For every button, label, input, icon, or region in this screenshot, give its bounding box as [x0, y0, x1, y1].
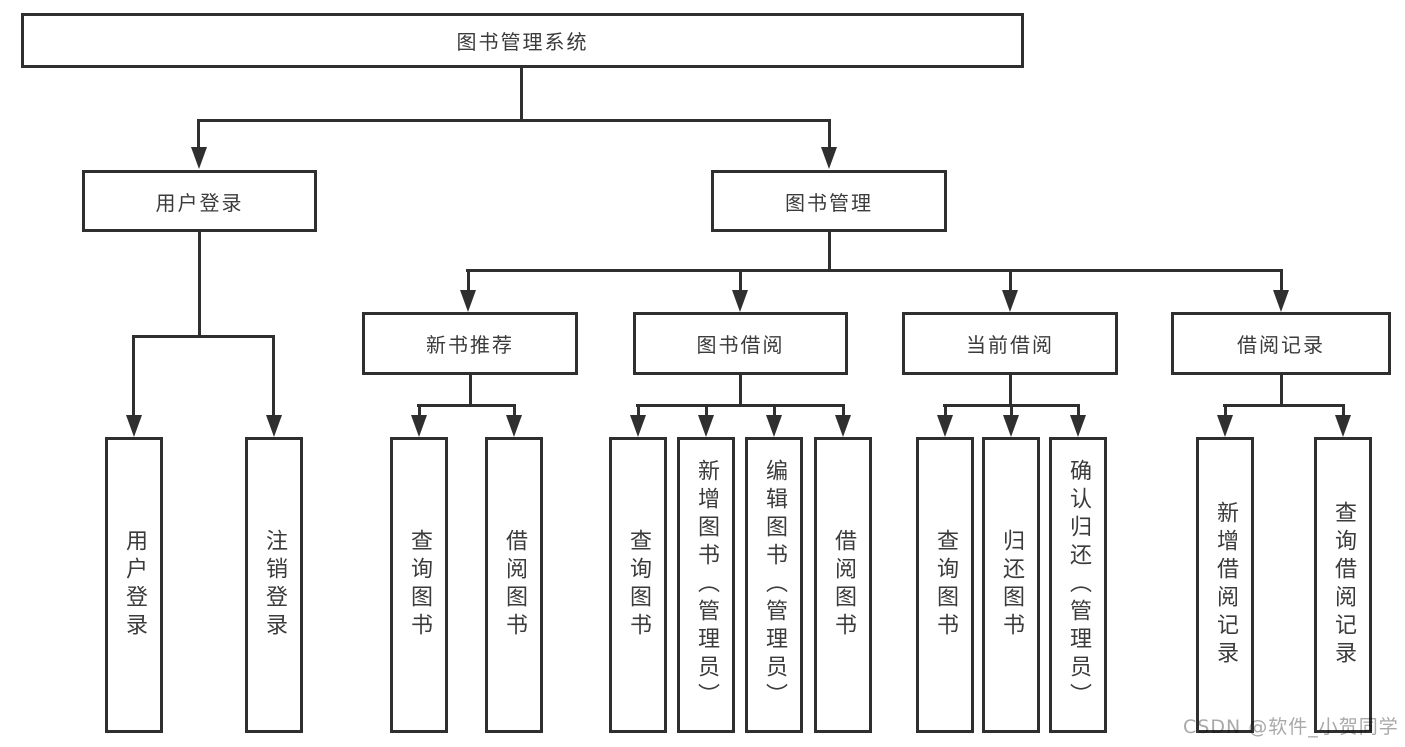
arrowhead-bb-add	[698, 415, 714, 437]
connector-drop-new-book	[467, 269, 470, 291]
leaf-cb-return-books-label: 归还图书	[999, 529, 1024, 641]
node-borrow-records-label: 借阅记录	[1237, 333, 1325, 357]
leaf-user-login-label: 用户登录	[122, 529, 147, 641]
arrowhead-cb-return	[1003, 415, 1019, 437]
leaf-nb-query-books: 查询图书	[390, 437, 448, 733]
connector-drop-cb-return	[1010, 404, 1013, 417]
leaf-bb-add-books-admin-label: 新增图书（管理员）	[694, 459, 719, 711]
node-user-login-label: 用户登录	[155, 190, 244, 215]
connector-drop-nb-borrow	[513, 404, 516, 417]
arrowhead-bb-borrow	[835, 415, 851, 437]
connector-drop-current-borrow	[1009, 269, 1012, 291]
leaf-br-add-record-label: 新增借阅记录	[1213, 501, 1238, 669]
connector-drop-cb-confirm	[1077, 404, 1080, 417]
arrowhead-leaf-user-login	[126, 415, 142, 437]
leaf-cb-confirm-return-admin: 确认归还（管理员）	[1049, 437, 1107, 733]
connector-drop-user-login	[197, 119, 200, 149]
arrowhead-cb-query	[937, 415, 953, 437]
arrowhead-bb-query	[630, 415, 646, 437]
arrowhead-bb-edit	[766, 415, 782, 437]
node-book-borrow-label: 图书借阅	[696, 333, 785, 357]
arrowhead-book-management	[821, 147, 837, 169]
connector-new-book-stem	[469, 375, 472, 406]
connector-drop-book-management	[828, 119, 831, 149]
connector-drop-cb-query	[944, 404, 947, 417]
connector-level2-rail	[197, 119, 831, 122]
connector-drop-br-query	[1342, 404, 1345, 417]
connector-borrow-records-rail	[1223, 404, 1345, 407]
leaf-nb-borrow-books: 借阅图书	[485, 437, 543, 733]
arrowhead-new-book	[460, 290, 476, 312]
connector-level3-rail	[466, 269, 1282, 272]
leaf-nb-query-books-label: 查询图书	[407, 529, 432, 641]
arrowhead-br-add	[1217, 415, 1233, 437]
leaf-bb-edit-books-admin-label: 编辑图书（管理员）	[762, 459, 787, 711]
arrowhead-borrow-records	[1273, 290, 1289, 312]
leaf-bb-borrow-books: 借阅图书	[814, 437, 872, 733]
connector-root-stem	[520, 68, 523, 119]
connector-drop-bb-add	[705, 404, 708, 417]
leaf-nb-borrow-books-label: 借阅图书	[502, 529, 527, 641]
connector-drop-nb-query	[418, 404, 421, 417]
leaf-bb-query-books: 查询图书	[609, 437, 667, 733]
arrowhead-nb-borrow	[506, 415, 522, 437]
connector-book-borrow-stem	[739, 375, 742, 406]
leaf-user-login: 用户登录	[105, 437, 163, 733]
leaf-br-add-record: 新增借阅记录	[1196, 437, 1254, 733]
connector-drop-book-borrow	[739, 269, 742, 291]
connector-drop-bb-query	[637, 404, 640, 417]
leaf-cb-return-books: 归还图书	[982, 437, 1040, 733]
connector-book-management-stem	[828, 232, 831, 272]
node-borrow-records: 借阅记录	[1171, 312, 1391, 375]
arrowhead-current-borrow	[1002, 290, 1018, 312]
node-book-borrow: 图书借阅	[633, 312, 848, 375]
arrowhead-leaf-logout	[266, 415, 282, 437]
connector-new-book-rail	[417, 404, 515, 407]
node-book-management-label: 图书管理	[785, 190, 873, 215]
connector-current-borrow-stem	[1009, 375, 1012, 406]
leaf-logout-login-label: 注销登录	[262, 529, 287, 641]
connector-user-login-rail	[132, 335, 275, 338]
watermark: CSDN @软件_小贺同学	[1183, 716, 1399, 738]
node-user-login: 用户登录	[82, 170, 317, 232]
leaf-br-query-record-label: 查询借阅记录	[1331, 501, 1356, 669]
arrowhead-user-login	[191, 147, 207, 169]
connector-drop-bb-edit	[773, 404, 776, 417]
leaf-cb-confirm-return-admin-label: 确认归还（管理员）	[1066, 459, 1091, 711]
connector-borrow-records-stem	[1280, 375, 1283, 406]
leaf-cb-query-books-label: 查询图书	[933, 529, 958, 641]
leaf-bb-borrow-books-label: 借阅图书	[831, 529, 856, 641]
connector-drop-br-add	[1224, 404, 1227, 417]
leaf-bb-edit-books-admin: 编辑图书（管理员）	[745, 437, 803, 733]
node-new-book-recommend: 新书推荐	[362, 312, 578, 375]
leaf-cb-query-books: 查询图书	[916, 437, 974, 733]
connector-drop-leaf-user-login	[132, 335, 135, 417]
connector-book-borrow-rail	[636, 404, 844, 407]
leaf-logout-login: 注销登录	[245, 437, 303, 733]
arrowhead-br-query	[1335, 415, 1351, 437]
connector-drop-borrow-records	[1280, 269, 1283, 291]
connector-drop-leaf-logout	[272, 335, 275, 417]
node-current-borrow-label: 当前借阅	[966, 333, 1054, 357]
arrowhead-book-borrow	[732, 290, 748, 312]
node-root-label: 图书管理系统	[456, 30, 589, 54]
arrowhead-nb-query	[411, 415, 427, 437]
leaf-br-query-record: 查询借阅记录	[1314, 437, 1372, 733]
connector-drop-bb-borrow	[842, 404, 845, 417]
node-current-borrow: 当前借阅	[902, 312, 1118, 375]
leaf-bb-add-books-admin: 新增图书（管理员）	[677, 437, 735, 733]
node-root: 图书管理系统	[21, 13, 1024, 68]
arrowhead-cb-confirm	[1070, 415, 1086, 437]
node-new-book-recommend-label: 新书推荐	[426, 333, 514, 357]
node-book-management: 图书管理	[711, 170, 947, 232]
leaf-bb-query-books-label: 查询图书	[626, 529, 651, 641]
connector-user-login-stem	[198, 232, 201, 337]
